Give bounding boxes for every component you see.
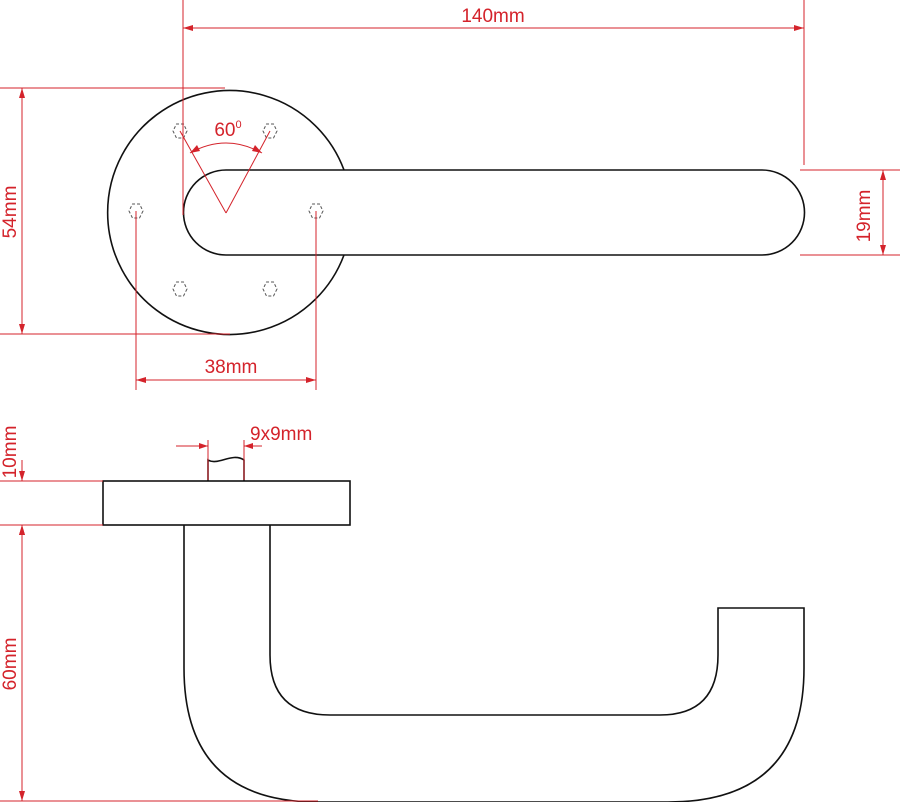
screw-angle-unit: 0 [236, 119, 242, 131]
screw-angle-label: 600 [214, 119, 241, 141]
dimension-handle-length: 140mm [182, 0, 805, 215]
rose-outline [106, 89, 345, 336]
handle-length-label: 140mm [461, 6, 524, 27]
handle-thickness-label: 19mm [854, 190, 875, 243]
lever-side-outline [183, 525, 805, 802]
screw-spacing-label: 38mm [205, 357, 258, 378]
dimension-rose-thickness: 10mm [0, 426, 103, 540]
dimension-handle-thickness: 19mm [800, 169, 900, 256]
rose-diameter-label: 54mm [0, 186, 21, 239]
rose-plate [102, 480, 351, 526]
side-view: 9x9mm 10mm 60mm [0, 424, 805, 802]
rose-thickness-label: 10mm [0, 426, 21, 479]
dimension-screw-angle: 600 [179, 119, 271, 214]
dimension-spindle-size: 9x9mm [176, 424, 312, 480]
spindle [207, 456, 245, 481]
lever-outline [182, 169, 806, 256]
dimension-rose-diameter: 54mm [0, 87, 230, 335]
screw-hole [262, 281, 278, 297]
screw-angle-value: 60 [214, 120, 235, 141]
front-view: 140mm 54mm 19mm 38mm [0, 0, 900, 390]
dimension-screw-spacing: 38mm [135, 211, 317, 390]
screw-hole [172, 281, 188, 297]
screw-holes [128, 123, 324, 297]
dimension-handle-projection: 60mm [0, 525, 318, 802]
handle-projection-label: 60mm [0, 638, 21, 691]
spindle-size-label: 9x9mm [250, 424, 312, 445]
